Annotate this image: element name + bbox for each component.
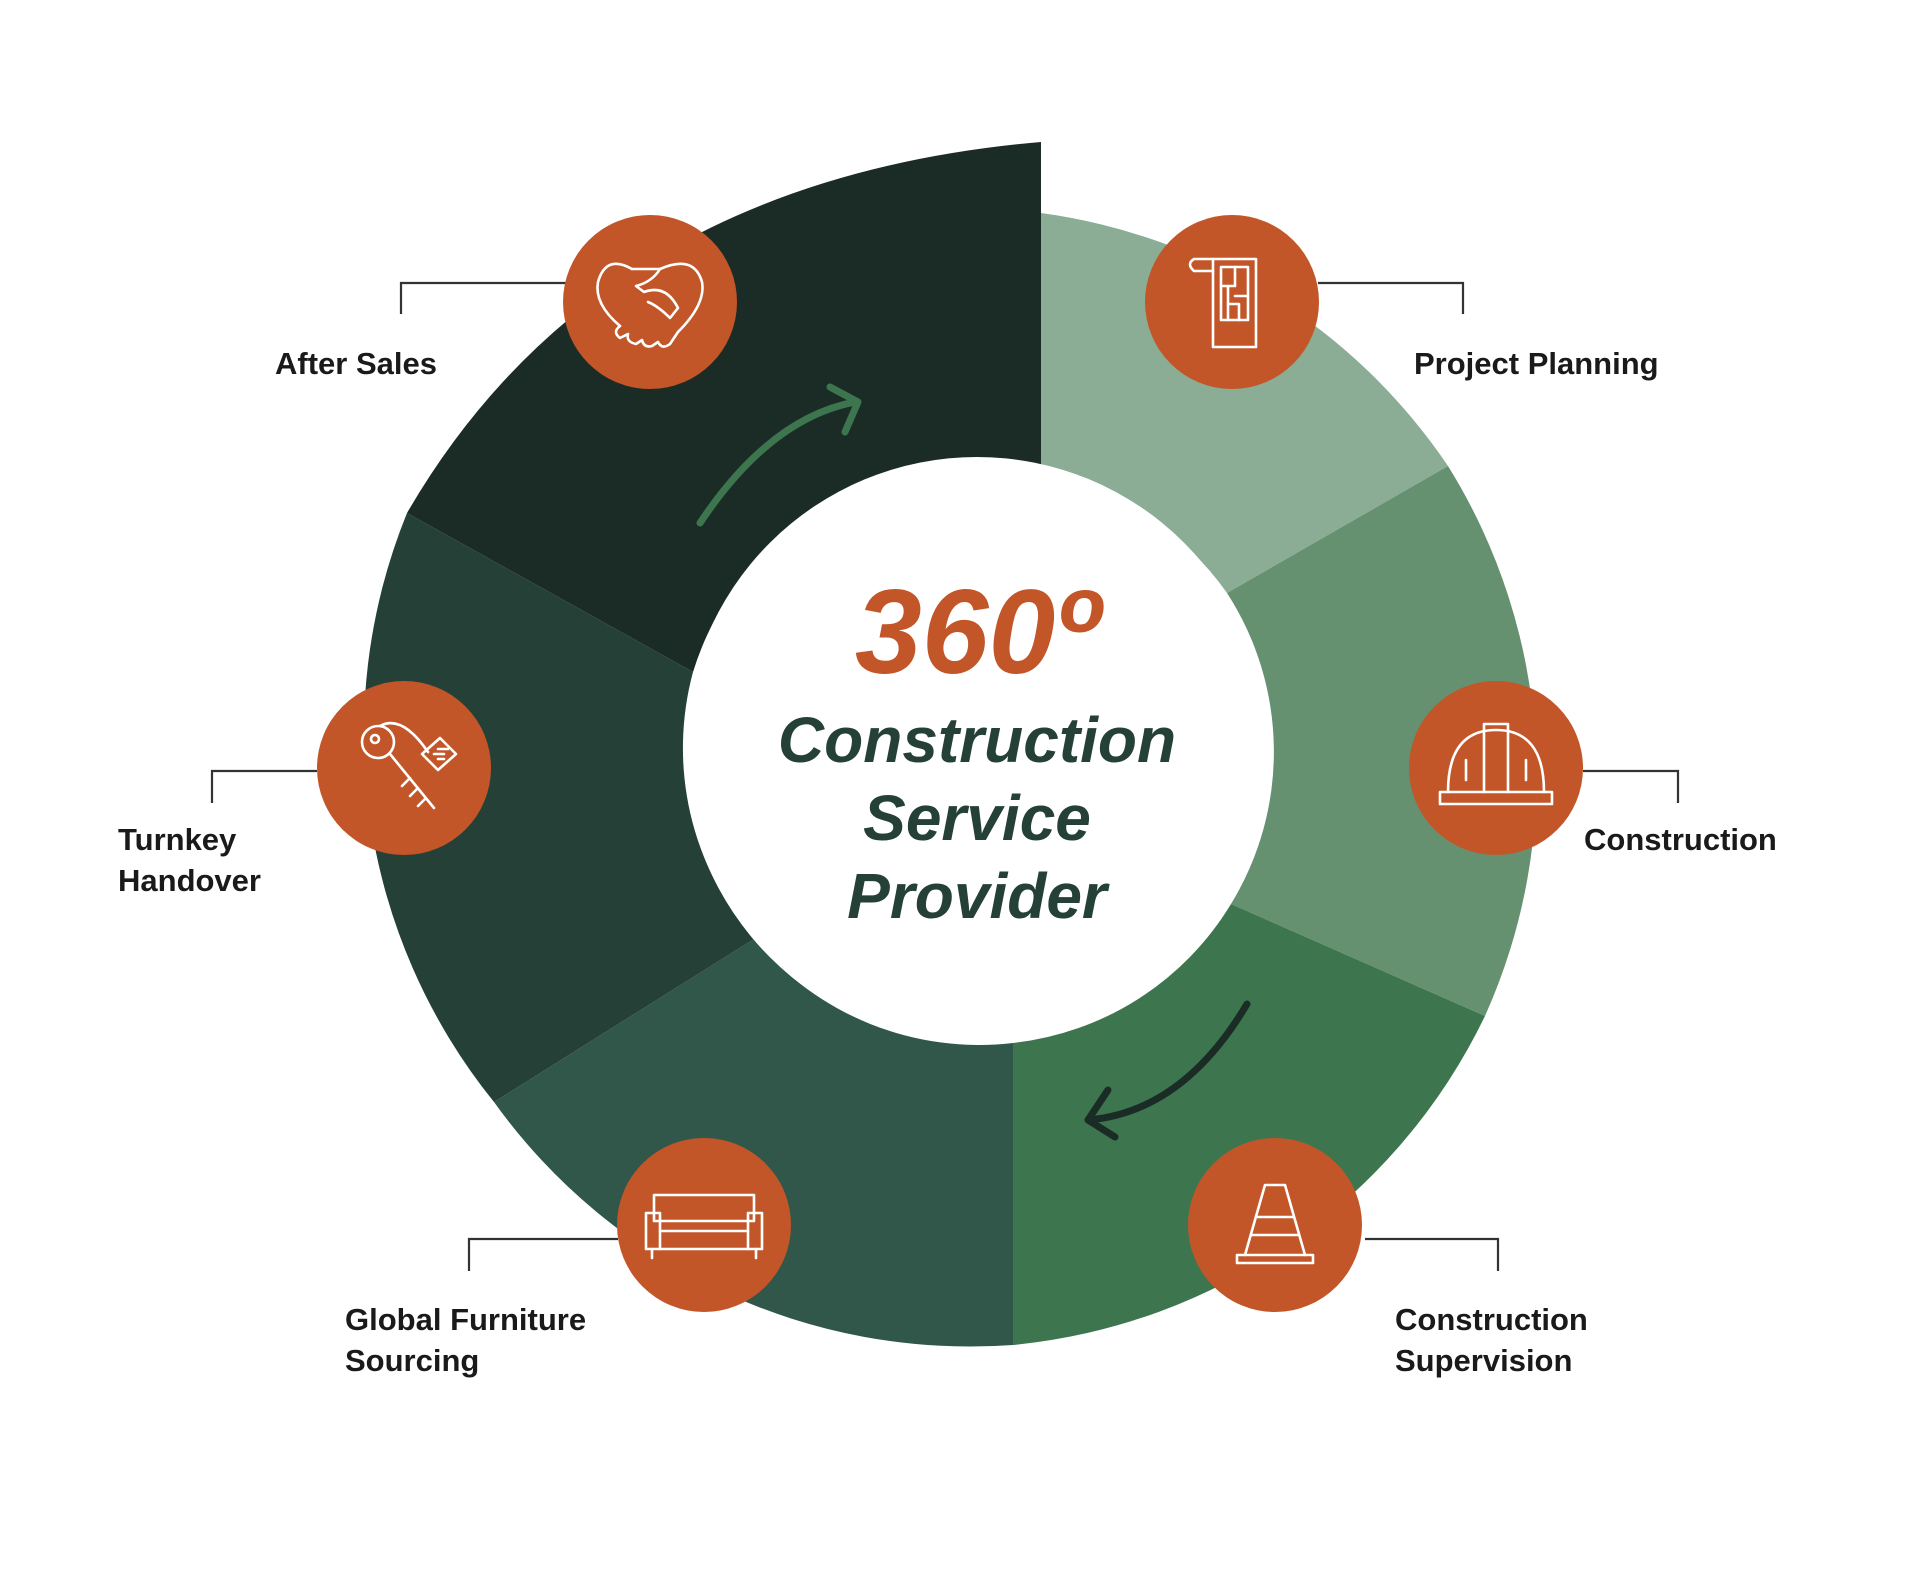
ring (363, 142, 1537, 1347)
label-line: After Sales (275, 346, 437, 381)
center-line-1: Construction (778, 704, 1176, 776)
leader-global-furniture-sourcing (467, 1237, 618, 1271)
center-line-3: Provider (847, 860, 1110, 932)
segment-project-planning (1041, 213, 1448, 593)
step-label-turnkey-handover: Turnkey Handover (118, 822, 261, 898)
label-line: Sourcing (345, 1343, 479, 1378)
segment-turnkey-handover (363, 513, 754, 1102)
segment-after-sales (407, 142, 1041, 672)
segment-construction (1227, 466, 1537, 1016)
svg-text:Supervision: Supervision (1395, 1343, 1572, 1378)
svg-text:Global Furniture: Global Furniture (345, 1302, 586, 1337)
handshake-icon (596, 262, 704, 348)
badge-construction-supervision (1188, 1138, 1362, 1312)
segment-construction-supervision (1013, 904, 1485, 1345)
label-line: Handover (118, 863, 261, 898)
leader-turnkey-handover (210, 769, 317, 803)
center-line-2: Service (863, 782, 1091, 854)
svg-text:Sourcing: Sourcing (345, 1343, 479, 1378)
badge-project-planning (1145, 215, 1319, 389)
label-line: Project Planning (1414, 346, 1659, 381)
leader-project-planning (1318, 281, 1465, 314)
flow-arrow-bottom (1084, 1000, 1251, 1141)
leader-after-sales (399, 281, 566, 314)
svg-text:Project Planning: Project Planning (1414, 346, 1659, 381)
svg-text:Construction: Construction (1584, 822, 1777, 857)
leader-construction-supervision (1365, 1237, 1500, 1271)
step-label-construction: Construction (1584, 822, 1777, 857)
svg-text:Construction: Construction (1395, 1302, 1588, 1337)
badge-turnkey-handover (317, 681, 491, 855)
label-line: Construction (1395, 1302, 1588, 1337)
flow-arrow-top (696, 383, 862, 527)
step-label-global-furniture-sourcing: Global Furniture Sourcing (345, 1302, 586, 1378)
step-label-project-planning: Project Planning (1414, 346, 1659, 381)
leader-construction (1583, 769, 1680, 803)
sofa-icon (644, 1193, 764, 1260)
blueprint-icon (1188, 257, 1258, 349)
badge-global-furniture-sourcing (617, 1138, 791, 1312)
badge-after-sales (563, 215, 737, 389)
key-tag-icon (360, 721, 458, 810)
hard-hat-icon (1438, 722, 1554, 806)
center-title: 360º (855, 565, 1104, 699)
leader-lines (210, 281, 1680, 1271)
step-label-construction-supervision: Construction Supervision (1395, 1302, 1588, 1378)
step-label-after-sales: After Sales (275, 346, 437, 381)
label-line: Turnkey (118, 822, 237, 857)
svg-text:Turnkey: Turnkey (118, 822, 237, 857)
segment-global-furniture-sourcing (494, 939, 1013, 1347)
badge-construction (1409, 681, 1583, 855)
label-line: Construction (1584, 822, 1777, 857)
svg-text:After Sales: After Sales (275, 346, 437, 381)
label-line: Global Furniture (345, 1302, 586, 1337)
traffic-cone-icon (1235, 1183, 1315, 1265)
svg-text:Handover: Handover (118, 863, 261, 898)
center-circle (684, 457, 1270, 1043)
label-line: Supervision (1395, 1343, 1572, 1378)
